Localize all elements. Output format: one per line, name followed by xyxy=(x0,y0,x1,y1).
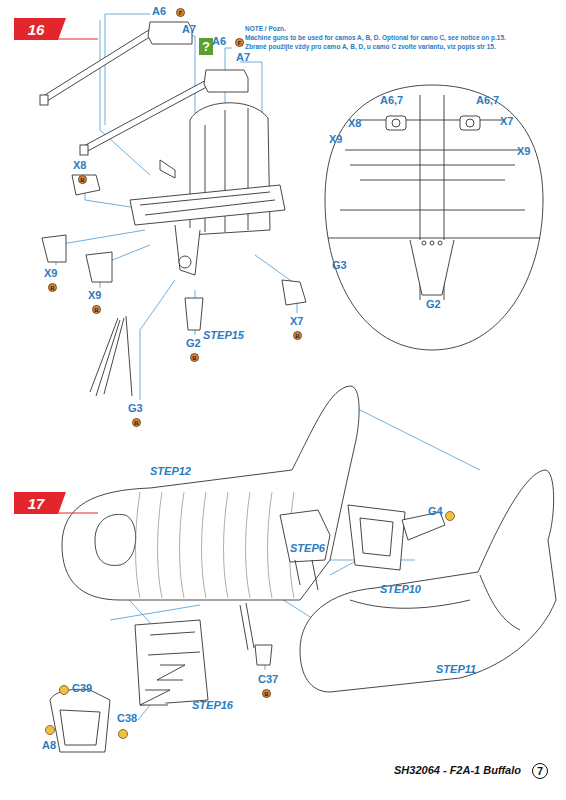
part-number: X9 xyxy=(329,134,342,145)
step-reference: STEP6 xyxy=(290,543,325,554)
part-number: C39 xyxy=(72,683,92,694)
part-number: X9 xyxy=(88,290,101,301)
colour-code: F xyxy=(235,38,244,47)
fuselage-ribs xyxy=(136,492,295,598)
part-number: C37 xyxy=(258,674,278,685)
part-number: X8 xyxy=(348,118,361,129)
part-number: A7 xyxy=(236,52,250,63)
part-number: C38 xyxy=(117,713,137,724)
fuselage-right-half xyxy=(300,470,556,692)
part-number: G4 xyxy=(428,506,443,517)
part-number: A7 xyxy=(182,24,196,35)
step-reference: STEP12 xyxy=(150,466,191,477)
part-number: A6 xyxy=(212,36,226,47)
part-number: G2 xyxy=(186,338,201,349)
step-reference: STEP11 xyxy=(436,664,476,675)
colour-code: F xyxy=(176,8,185,17)
note-text: Machine guns to be used for camos A, B, … xyxy=(245,35,506,42)
step-number: 17 xyxy=(14,492,58,514)
part-number: G3 xyxy=(128,403,143,414)
part-number: A6,7 xyxy=(476,95,499,106)
part-number: A8 xyxy=(42,740,56,751)
query-box: ? xyxy=(199,38,213,55)
part-number: G2 xyxy=(426,299,441,310)
step-number-text: 17 xyxy=(14,495,58,512)
step-reference: STEP10 xyxy=(380,584,421,595)
part-number: X8 xyxy=(73,160,86,171)
colour-code: B xyxy=(262,689,271,698)
part-number: A6,7 xyxy=(380,95,403,106)
part-number: X7 xyxy=(290,316,303,327)
note-text: Zbrané použijte vždy pro camo A, B, D, u… xyxy=(245,44,496,51)
part-number: X9 xyxy=(44,268,57,279)
colour-code: B xyxy=(132,418,141,427)
page-number: 7 xyxy=(532,763,548,779)
part-number: G3 xyxy=(332,260,347,271)
kit-footer: SH32064 - F2A-1 Buffalo xyxy=(394,765,521,776)
colour-code: B xyxy=(92,305,101,314)
part-number: X9 xyxy=(517,146,530,157)
colour-code: B xyxy=(190,353,199,362)
part-number: X7 xyxy=(500,116,513,127)
fuselage-left-half xyxy=(62,386,359,600)
step-reference: STEP16 xyxy=(192,700,233,711)
step-number: 16 xyxy=(14,18,58,40)
colour-code: B xyxy=(293,331,302,340)
query-mark: ? xyxy=(199,39,213,54)
note-heading: NOTE / Pozn. xyxy=(245,26,286,33)
colour-code: B xyxy=(48,283,57,292)
step-reference: STEP15 xyxy=(203,330,244,341)
colour-code: B xyxy=(78,175,87,184)
cockpit-front-view xyxy=(325,85,543,350)
colour-icons xyxy=(46,512,455,739)
step-number-text: 16 xyxy=(14,21,58,38)
cockpit-frame xyxy=(42,103,306,396)
part-number: A6 xyxy=(152,6,166,17)
